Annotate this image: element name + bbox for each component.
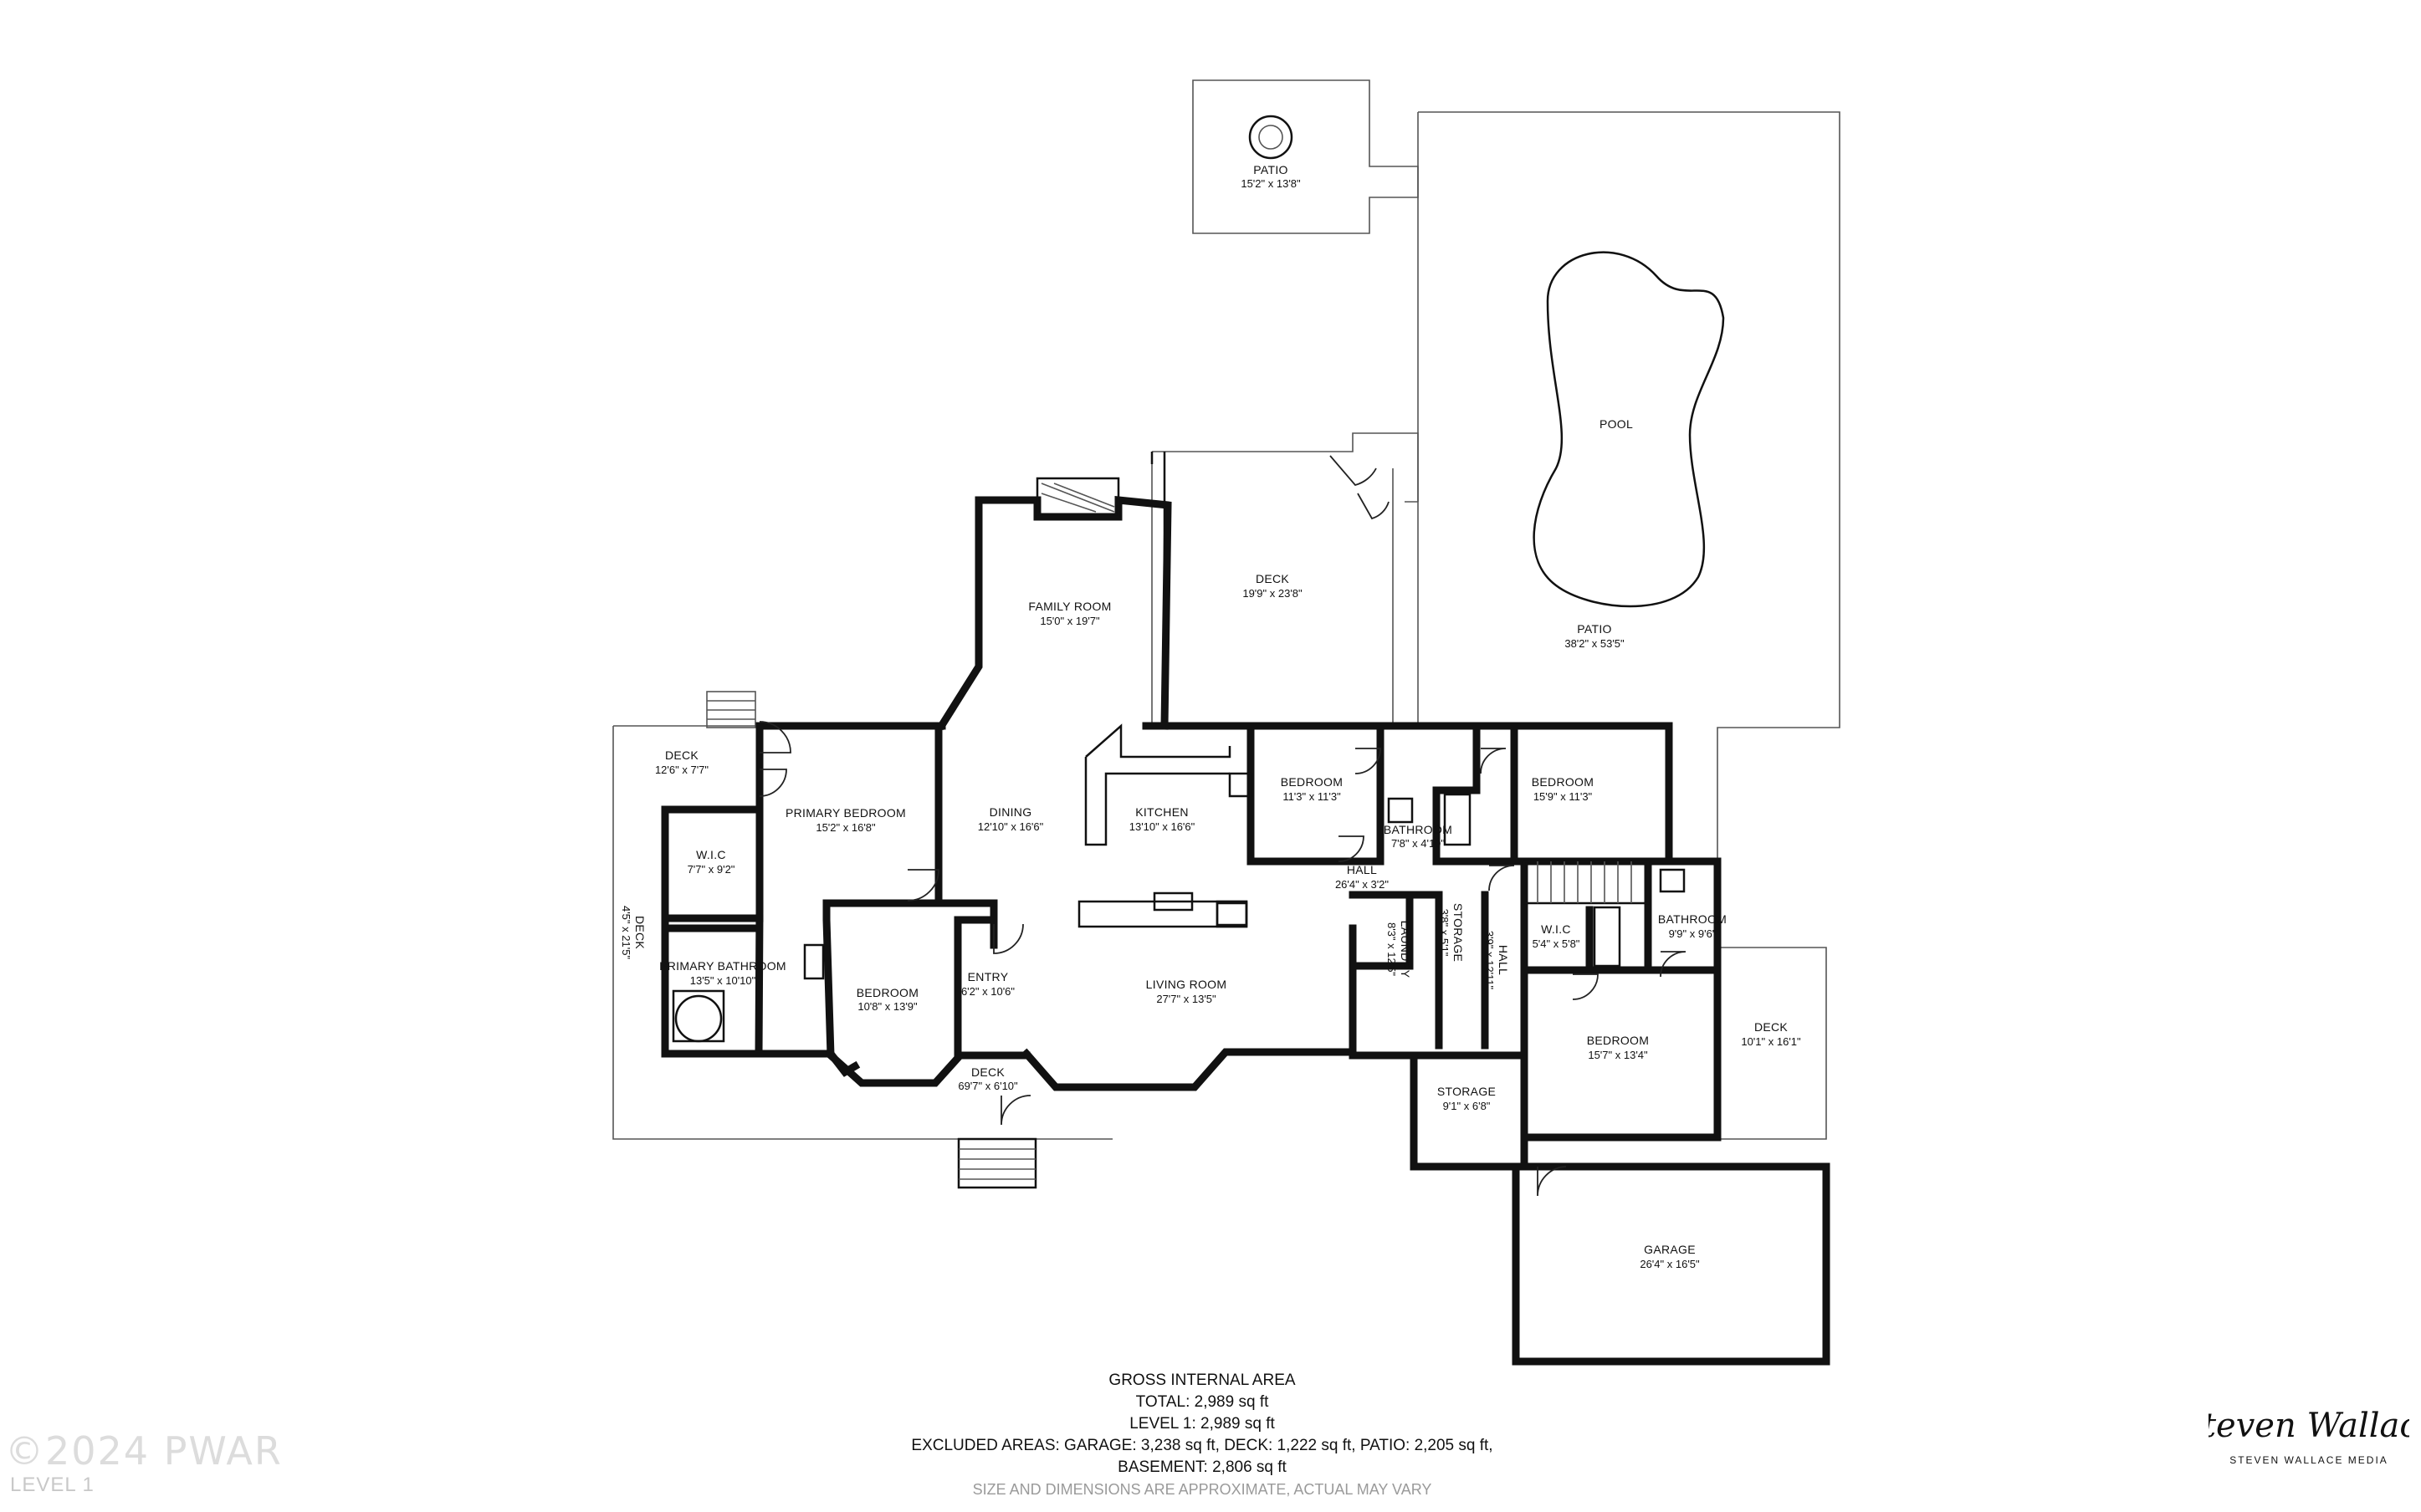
garage-dims: 26'4" x 16'5" [1640,1258,1700,1270]
storage-2-dims: 9'1" x 6'8" [1443,1100,1491,1112]
bathroom-2-name: BATHROOM [1658,912,1727,926]
deck-left-name: DECK [665,748,699,762]
laundry-name: LAUNDRY [1399,921,1412,978]
entry-name: ENTRY [968,970,1009,983]
wic-2-name: W.I.C [1541,922,1571,936]
area-basement: BASEMENT: 2,806 sq ft [1118,1458,1287,1476]
garage-name: GARAGE [1644,1243,1696,1256]
storage-1-dims: 3'8" x 5'1" [1438,909,1451,957]
primary-bedroom-name: PRIMARY BEDROOM [786,806,906,820]
kitchen-dims: 13'10" x 16'6" [1129,820,1195,833]
bedroom-4-name: BEDROOM [1587,1034,1649,1047]
area-level1: LEVEL 1: 2,989 sq ft [1129,1415,1275,1433]
living-room-name: LIVING ROOM [1146,978,1227,991]
bathroom-small-dims: 7'8" x 4'10" [1391,837,1445,850]
brand-name: Steven Wallace [2209,1407,2409,1445]
outdoor-outlines [612,79,1840,1189]
deck-right-name: DECK [1754,1020,1788,1034]
bedroom-1-dims: 11'3" x 11'3" [1282,790,1341,803]
patio-large-name: PATIO [1577,622,1611,636]
room-labels: PATIO 15'2" x 13'8" POOL PATIO 38'2" x 5… [620,163,1801,1270]
wic-2-dims: 5'4" x 5'8" [1533,937,1580,950]
area-summary: GROSS INTERNAL AREA TOTAL: 2,989 sq ft L… [837,1370,1568,1500]
patio-small-dims: 15'2" x 13'8" [1241,177,1301,190]
bedroom-2-dims: 15'9" x 11'3" [1533,790,1593,803]
bedroom-3-name: BEDROOM [857,986,919,999]
hall-2-dims: 3'9" x 12'11" [1483,931,1496,990]
patio-small-name: PATIO [1253,163,1287,176]
primary-bathroom-dims: 13'5" x 10'10" [690,974,756,987]
entry-dims: 6'2" x 10'6" [961,985,1015,998]
primary-bathroom-name: PRIMARY BATHROOM [659,959,786,973]
garage [1512,1162,1830,1366]
family-room-dims: 15'0" x 19'7" [1040,615,1100,627]
dining-name: DINING [990,805,1032,819]
bedroom-4-dims: 15'7" x 13'4" [1588,1049,1648,1061]
storage-2-name: STORAGE [1437,1085,1496,1098]
bathroom-small-name: BATHROOM [1384,823,1452,836]
deck-front-name: DECK [971,1065,1005,1079]
storage-1-name: STORAGE [1451,903,1465,962]
bedroom-1-name: BEDROOM [1281,775,1343,789]
bedroom-3-dims: 10'8" x 13'9" [857,1000,918,1013]
patio-large-dims: 38'2" x 53'5" [1564,637,1625,650]
level-label: LEVEL 1 [10,1474,95,1496]
dining-dims: 12'10" x 16'6" [978,820,1044,833]
doors [759,455,1687,1126]
laundry-dims: 8'3" x 12'5" [1385,922,1398,976]
deck-front-dims: 69'7" x 6'10" [958,1080,1018,1092]
fixtures [672,793,1686,1043]
area-note: SIZE AND DIMENSIONS ARE APPROXIMATE, ACT… [972,1481,1432,1498]
area-total: TOTAL: 2,989 sq ft [1135,1393,1269,1411]
primary-bedroom-dims: 15'2" x 16'8" [816,821,876,834]
area-excluded: EXCLUDED AREAS: GARAGE: 3,238 sq ft, DEC… [911,1437,1493,1454]
wic-primary-dims: 7'7" x 9'2" [688,863,735,876]
hall-1-dims: 26'4" x 3'2" [1335,878,1389,891]
deck-upper-dims: 19'9" x 23'8" [1242,587,1303,600]
living-room-dims: 27'7" x 13'5" [1156,993,1216,1005]
deck-side-dims: 4'5" x 21'5" [620,906,632,959]
wic-primary-name: W.I.C [696,848,726,861]
area-title: GROSS INTERNAL AREA [1108,1372,1296,1389]
brand-subtitle: STEVEN WALLACE MEDIA [2229,1454,2388,1466]
family-room-name: FAMILY ROOM [1028,600,1111,613]
copyright-watermark: ©2024 PWAR [5,1428,283,1474]
hall-2-name: HALL [1497,945,1510,975]
bedroom-2-name: BEDROOM [1532,775,1594,789]
deck-left-dims: 12'6" x 7'7" [655,764,709,776]
kitchen-name: KITCHEN [1135,805,1189,819]
bathroom-2-dims: 9'9" x 9'6" [1669,927,1717,940]
pool-name: POOL [1599,417,1633,431]
deck-upper-name: DECK [1256,572,1289,585]
hall-1-name: HALL [1347,863,1377,876]
deck-side-name: DECK [633,916,647,949]
brand-logo: Steven Wallace STEVEN WALLACE MEDIA [2209,1407,2409,1466]
deck-right-dims: 10'1" x 16'1" [1741,1035,1801,1048]
